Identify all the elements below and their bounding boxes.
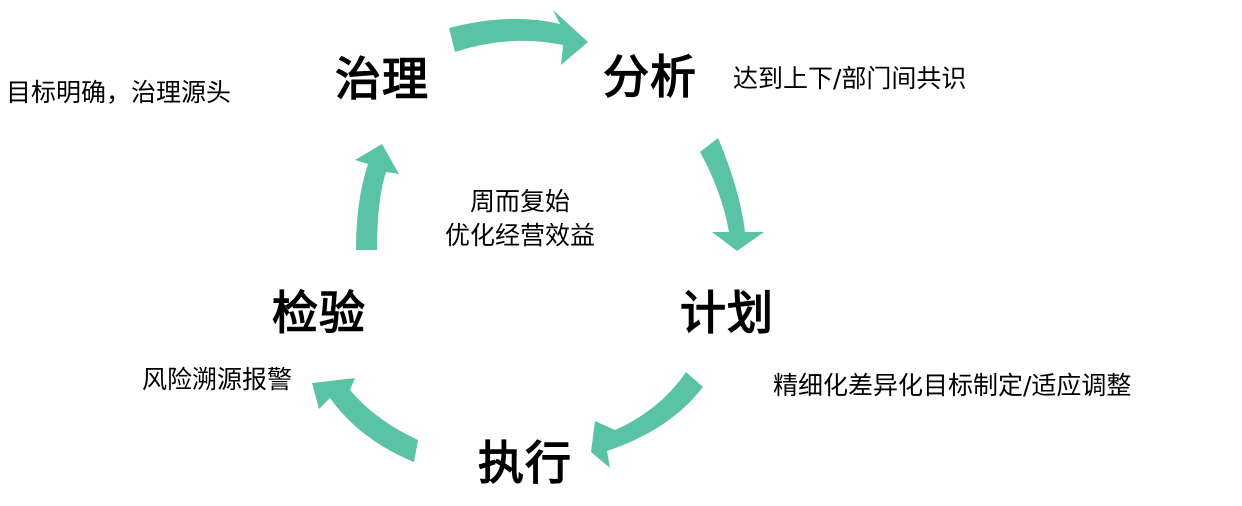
center-line-1: 周而复始 [469,187,570,216]
stage-governance-label: 治理 [335,52,429,106]
arrow-analysis-to-plan [700,138,764,251]
arrow-inspect-to-governance [355,144,399,250]
arrow-plan-to-execute [591,372,703,468]
center-line-2: 优化经营效益 [444,220,595,250]
stage-inspect-note: 风险溯源报警 [142,365,293,394]
stage-analysis-note: 达到上下/部门间共识 [733,64,967,93]
stage-analysis-label: 分析 [603,50,697,104]
stage-execute-label: 执行 [478,436,572,490]
cycle-center-text: 周而复始 优化经营效益 [430,185,610,253]
arrow-governance-to-analysis [449,10,588,65]
stage-governance-note: 目标明确，治理源头 [6,78,232,107]
stage-plan-note: 精细化差异化目标制定/适应调整 [773,371,1132,400]
arrow-execute-to-inspect [312,378,418,462]
stage-inspect-label: 检验 [272,286,366,340]
stage-plan-label: 计划 [680,286,774,340]
